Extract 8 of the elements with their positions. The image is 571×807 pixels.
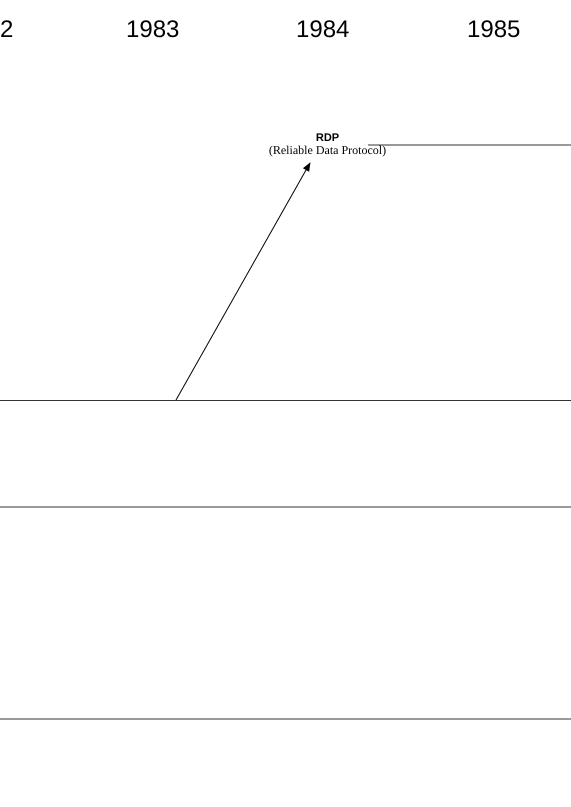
- arrow: [176, 162, 310, 400]
- timeline-line: [0, 400, 571, 402]
- year-label: 1985: [467, 16, 520, 44]
- year-label: 1984: [296, 16, 350, 44]
- year-label: 2: [0, 16, 14, 44]
- year-label: 1983: [126, 16, 180, 44]
- protocol-name: RDP: [314, 132, 340, 144]
- protocol-full-name: (Reliable Data Protocol): [268, 144, 388, 157]
